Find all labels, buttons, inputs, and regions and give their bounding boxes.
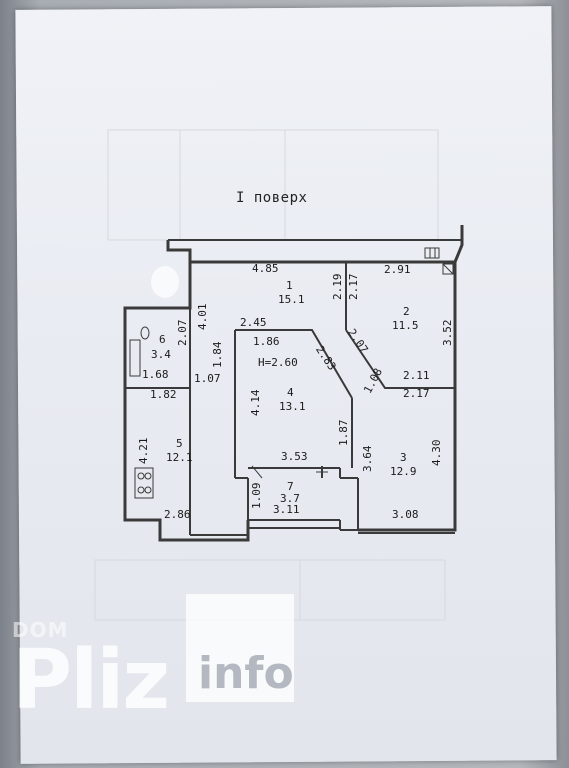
room-5-area: 12.1 xyxy=(166,451,193,464)
dim-4-85: 4.85 xyxy=(252,262,279,275)
vent-icon xyxy=(424,247,440,259)
room-5-number: 5 xyxy=(176,437,183,450)
floor-title: I поверх xyxy=(236,190,308,206)
room-6-area: 3.4 xyxy=(151,348,171,361)
dim-3-53: 3.53 xyxy=(281,450,308,463)
dim-2-17a: 2.17 xyxy=(347,273,360,301)
room-6-number: 6 xyxy=(159,333,166,346)
dim-1-87: 1.87 xyxy=(337,419,350,447)
dim-2-19: 2.19 xyxy=(331,273,344,301)
room-2-number: 2 xyxy=(403,305,410,318)
dim-3-52: 3.52 xyxy=(441,319,454,347)
dim-1-68: 1.68 xyxy=(142,368,169,381)
dim-3-64: 3.64 xyxy=(361,445,374,473)
watermark-pliz: Pliz xyxy=(12,633,170,728)
toilet-icon xyxy=(140,326,150,340)
dim-2-86: 2.86 xyxy=(164,508,191,521)
fixtures xyxy=(129,247,454,499)
dim-4-30: 4.30 xyxy=(430,439,443,467)
room-3-area: 12.9 xyxy=(390,465,417,478)
dim-1-09: 1.09 xyxy=(250,482,263,510)
room-4-area: 13.1 xyxy=(279,400,306,413)
dim-1-84: 1.84 xyxy=(211,341,224,369)
watermark-box xyxy=(186,594,294,702)
watermark-dom: DOM xyxy=(12,618,69,642)
room-4-number: 4 xyxy=(287,386,294,399)
room-2-area: 11.5 xyxy=(392,319,419,332)
room-1-area: 15.1 xyxy=(278,293,305,306)
room-7-area: 3.7 xyxy=(280,492,300,505)
dim-1-82: 1.82 xyxy=(150,388,177,401)
bathtub-icon xyxy=(129,339,141,377)
dim-4-21: 4.21 xyxy=(137,437,150,465)
dim-2-45: 2.45 xyxy=(240,316,267,329)
dim-3-08: 3.08 xyxy=(392,508,419,521)
dim-2-07: 2.07 xyxy=(176,319,189,347)
dim-2-91: 2.91 xyxy=(384,263,411,276)
room-3-number: 3 xyxy=(400,451,407,464)
stove-icon xyxy=(134,467,154,499)
dim-1-07: 1.07 xyxy=(194,372,221,385)
dim-2-11: 2.11 xyxy=(403,369,430,382)
dim-1-86: 1.86 xyxy=(253,335,280,348)
ceiling-height: H=2.60 xyxy=(258,356,298,369)
watermark-info: info xyxy=(198,648,294,699)
dim-4-01: 4.01 xyxy=(196,303,209,331)
glare xyxy=(151,266,179,298)
dim-2-17b: 2.17 xyxy=(403,387,430,400)
room-7-number: 7 xyxy=(287,480,294,493)
dim-3-11: 3.11 xyxy=(273,503,300,516)
inner-walls xyxy=(125,262,455,536)
room-1-number: 1 xyxy=(286,279,293,292)
dim-4-14: 4.14 xyxy=(249,389,262,417)
